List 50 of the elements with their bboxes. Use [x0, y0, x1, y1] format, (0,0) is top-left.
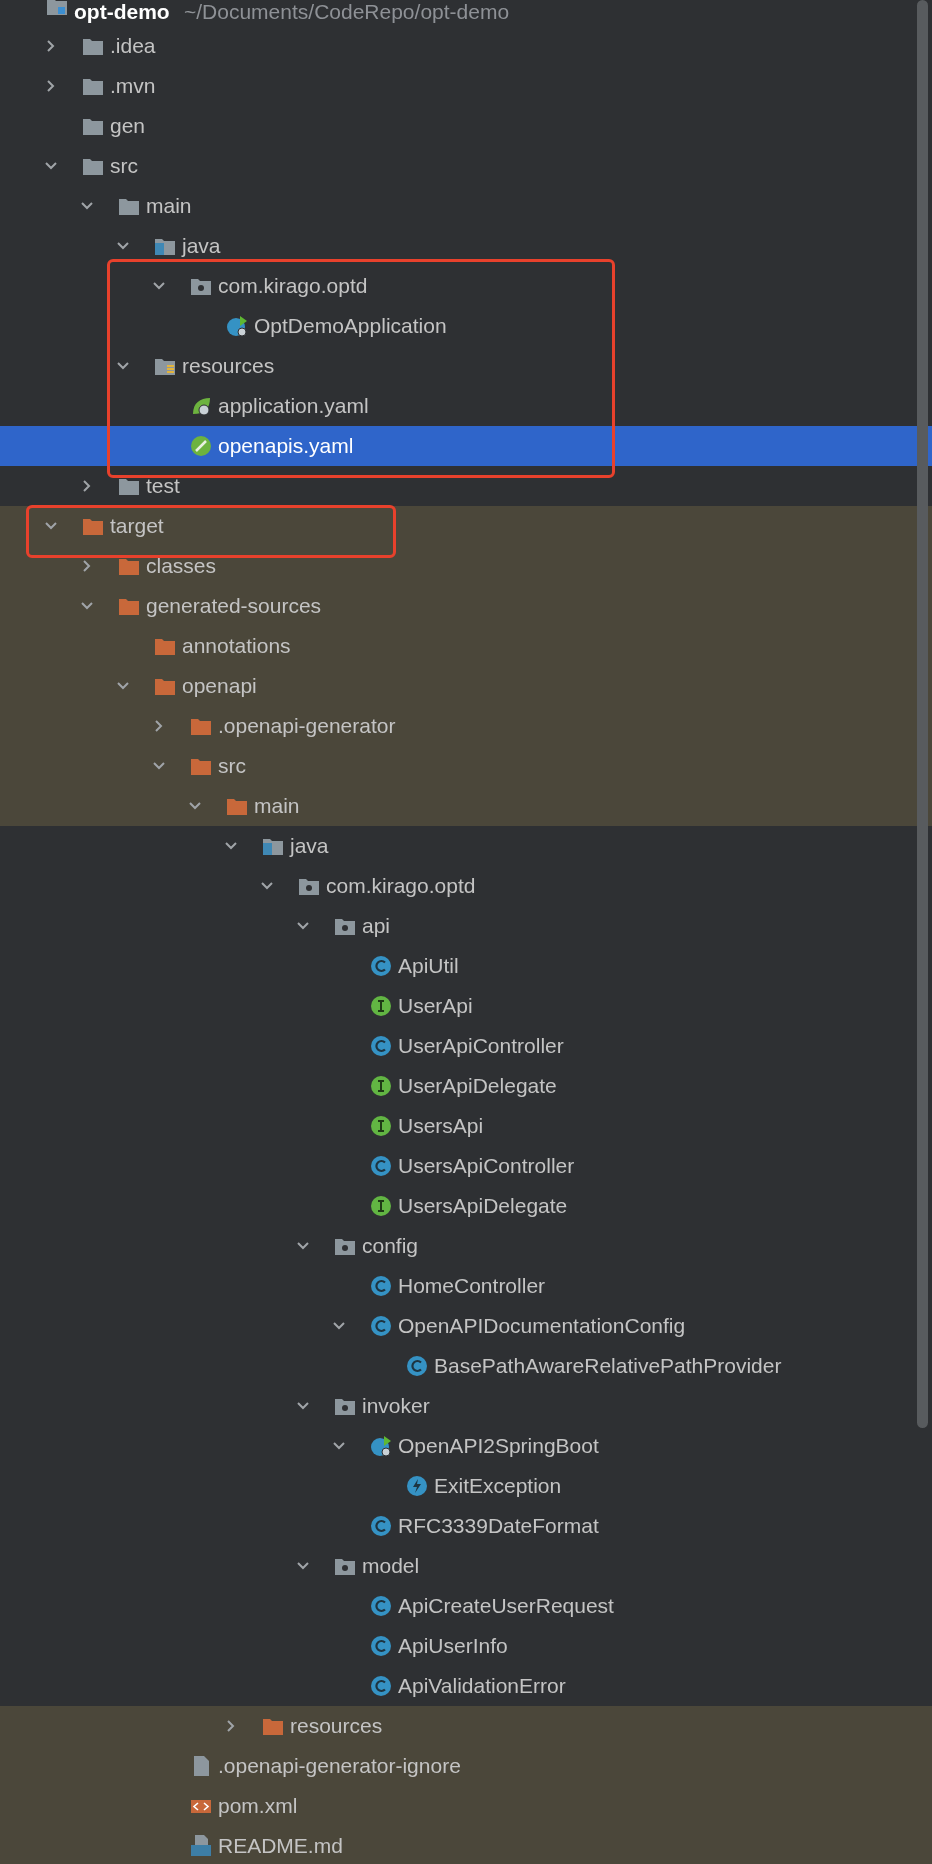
project-path: ~/Documents/CodeRepo/opt-demo	[184, 0, 510, 24]
tree-item-label: openapis.yaml	[218, 433, 354, 459]
tree-item-label: application.yaml	[218, 393, 369, 419]
tree-item-label: BasePathAwareRelativePathProvider	[434, 1353, 782, 1379]
tree-item-label: OpenAPIDocumentationConfig	[398, 1313, 686, 1339]
tree-item-label: java	[182, 233, 221, 259]
tree-item-label: gen	[110, 113, 146, 139]
tree-item-label: ApiValidationError	[398, 1673, 566, 1699]
tree-item-label: .idea	[110, 33, 156, 59]
tree-item-label: UserApiController	[398, 1033, 564, 1059]
tree-item-label: main	[254, 793, 300, 819]
tree-item-label: UsersApiDelegate	[398, 1193, 568, 1219]
tree-item-label: resources	[290, 1713, 383, 1739]
tree-item-label: OpenAPI2SpringBoot	[398, 1433, 599, 1459]
tree-item-label: README.md	[218, 1833, 343, 1859]
tree-item-label: api	[362, 913, 391, 939]
tree-item-label: ApiUserInfo	[398, 1633, 508, 1659]
tree-item-label: RFC3339DateFormat	[398, 1513, 599, 1539]
highlight-frame	[107, 259, 615, 478]
tree-item-label: UserApi	[398, 993, 473, 1019]
tree-item-label: test	[146, 473, 180, 499]
project-name: opt-demo	[74, 0, 170, 24]
tree-item-label: .mvn	[110, 73, 156, 99]
tree-item-label: ApiUtil	[398, 953, 459, 979]
tree-item-label: OptDemoApplication	[254, 313, 447, 339]
tree-item-label: openapi	[182, 673, 257, 699]
tree-item-label: com.kirago.optd	[326, 873, 476, 899]
tree-item-label: pom.xml	[218, 1793, 298, 1819]
tree-item-label: target	[110, 513, 164, 539]
tree-item-label: generated-sources	[146, 593, 322, 619]
tree-item-label: main	[146, 193, 192, 219]
tree-item-label: com.kirago.optd	[218, 273, 368, 299]
tree-item-label: .openapi-generator	[218, 713, 396, 739]
tree-item-label: ExitException	[434, 1473, 562, 1499]
tree-item-label: classes	[146, 553, 217, 579]
tree-item-label: UsersApiController	[398, 1153, 575, 1179]
tree-item-label: resources	[182, 353, 275, 379]
highlight-frame	[26, 505, 396, 558]
tree-item-label: java	[290, 833, 329, 859]
tree-item-label: src	[110, 153, 138, 179]
tree-item-label: UsersApi	[398, 1113, 484, 1139]
tree-item-label: UserApiDelegate	[398, 1073, 557, 1099]
tree-item-label: ApiCreateUserRequest	[398, 1593, 614, 1619]
tree-item-label: invoker	[362, 1393, 430, 1419]
tree-item-label: model	[362, 1553, 420, 1579]
tree-item-label: annotations	[182, 633, 291, 659]
tree-item-label: .openapi-generator-ignore	[218, 1753, 461, 1779]
tree-item-label: config	[362, 1233, 419, 1259]
tree-item-label: HomeController	[398, 1273, 546, 1299]
tree-item-label: src	[218, 753, 246, 779]
